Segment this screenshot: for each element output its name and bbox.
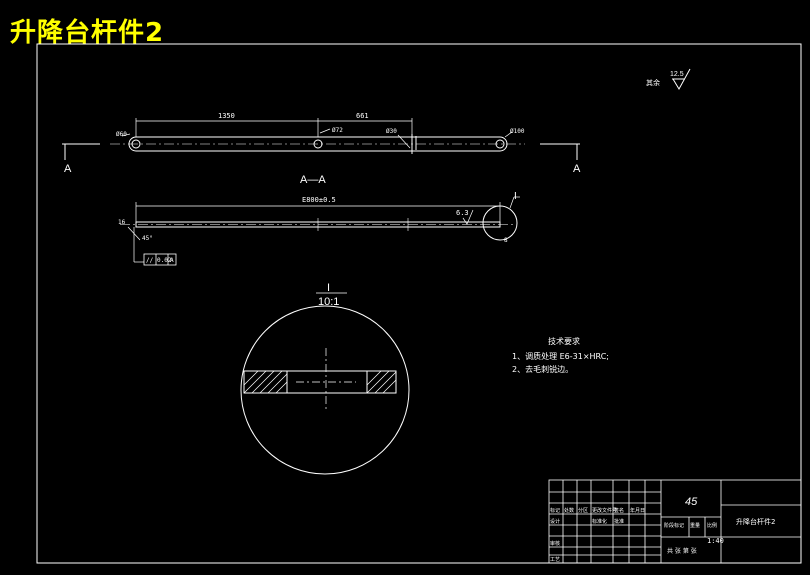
- material: 45: [685, 496, 698, 508]
- dim-length: E800±0.5: [302, 196, 336, 204]
- drawing-frame: [36, 43, 802, 564]
- detail-circle: [240, 305, 410, 475]
- row-label-2: 设计: [550, 518, 560, 525]
- dim-dia60: Ø60: [116, 131, 127, 138]
- leader-dia60: [121, 133, 131, 137]
- hole-left: [131, 139, 141, 149]
- row-label-4: 工艺: [550, 557, 560, 563]
- detail-scale: 10:1: [318, 296, 339, 308]
- tolerance-ref: A: [170, 257, 174, 264]
- hatch-right: [366, 370, 397, 394]
- detail-section-band: [243, 370, 397, 394]
- section-mark-left: A: [64, 163, 72, 175]
- dim-661: 661: [356, 112, 369, 120]
- dim-dia100: Ø100: [510, 128, 525, 135]
- dim-r63: 6.3: [456, 209, 469, 217]
- roughness-symbol: [672, 68, 691, 91]
- side-label-3: 比例: [707, 522, 717, 529]
- tolerance-frame: [143, 253, 177, 266]
- title-block-frame: [548, 479, 802, 564]
- title-block: [548, 479, 802, 564]
- part-name: 升降台杆件2: [736, 517, 775, 526]
- tech-requirements: 技术要求 1、调质处理 E6-31×HRC; 2、去毛刺锐边。: [512, 336, 609, 374]
- dim-1350: 1350: [218, 112, 235, 120]
- roughness-label: 其余: [646, 78, 660, 87]
- roughness-value: 12.5: [670, 71, 684, 78]
- rod-outline: [128, 136, 508, 152]
- detail-mark: I: [327, 282, 330, 294]
- col-label-2: 分区: [578, 507, 588, 514]
- tech-req-item-1: 1、调质处理 E6-31×HRC;: [512, 351, 609, 361]
- roughness-symbol-side: [462, 209, 474, 225]
- std-label-1: 标准化: [592, 518, 607, 525]
- tolerance-value: 0.02: [157, 257, 172, 264]
- col-label-5: 年月日: [630, 507, 645, 514]
- detail-circle-i: [482, 205, 518, 241]
- leader-dia100: [504, 131, 513, 138]
- col-label-1: 处数: [564, 507, 574, 514]
- section-mark-right: A: [573, 163, 581, 175]
- scale-value: 1:40: [707, 537, 724, 545]
- tolerance-symbol: //: [146, 257, 154, 264]
- detail-view: I 10:1: [240, 282, 410, 475]
- row-label-3: 审核: [550, 540, 560, 547]
- col-label-4: 签名: [614, 507, 624, 514]
- top-view: A A 1350 661 Ø60 Ø72 Ø30 Ø100: [62, 112, 581, 175]
- leader-dia72: [319, 128, 331, 134]
- dim-dia72: Ø72: [332, 127, 343, 134]
- detail-mark-small: I: [514, 191, 517, 202]
- detail-leader: [509, 196, 515, 209]
- title-block-text: 45 升降台杆件2 1:40 共 张 第 张 标记 设计 审核 工艺 处数 分区…: [550, 496, 775, 563]
- side-view: E800±0.5 I 6.3 8 16 45° // 0.02 A: [118, 191, 520, 266]
- std-label-2: 批准: [614, 518, 624, 525]
- dim-right-small: 8: [504, 237, 508, 244]
- col-label-3: 更改文件号: [592, 507, 617, 514]
- hatch-left: [243, 370, 288, 394]
- row-label-1: 标记: [550, 507, 560, 514]
- dim-left-small: 16: [118, 219, 126, 226]
- leader-dia30: [397, 134, 411, 149]
- hole-middle: [313, 139, 323, 149]
- side-label-2: 重量: [690, 522, 700, 529]
- dim-left-angle: 45°: [142, 235, 153, 242]
- drawing-title: 升降台杆件2: [10, 18, 165, 48]
- hole-right: [495, 139, 505, 149]
- dim-dia30: Ø30: [386, 128, 397, 135]
- side-label-1: 阶段标记: [664, 522, 684, 529]
- sheet-footer: 共 张 第 张: [667, 547, 697, 555]
- tech-req-heading: 技术要求: [548, 336, 580, 346]
- section-label: A—A: [300, 174, 326, 186]
- tech-req-item-2: 2、去毛刺锐边。: [512, 364, 573, 374]
